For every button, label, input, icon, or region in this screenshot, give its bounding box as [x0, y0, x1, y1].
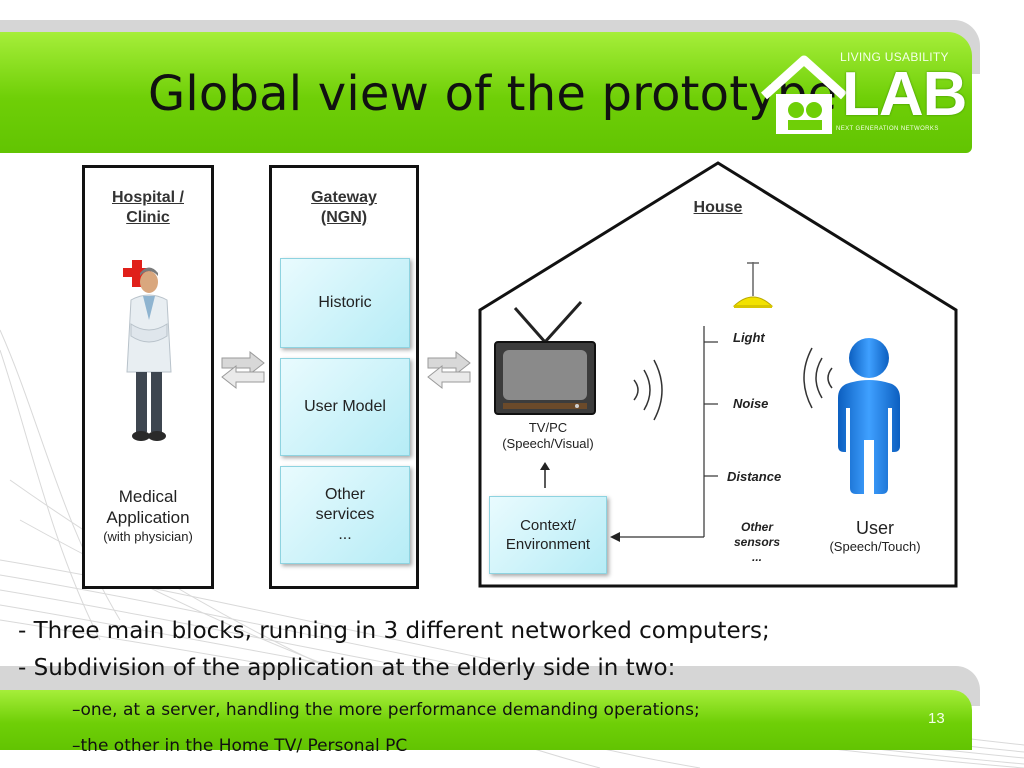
hospital-title: Hospital / Clinic — [85, 188, 211, 228]
user-label: User (Speech/Touch) — [812, 518, 938, 555]
bullet-three-blocks: - Three main blocks, running in 3 differ… — [18, 618, 770, 644]
historic-module-label: Historic — [318, 294, 372, 311]
medical-application-line1: Medical — [118, 487, 178, 506]
sub-bullet-server: –one, at a server, handling the more per… — [72, 700, 700, 720]
gateway-title: Gateway (NGN) — [272, 188, 416, 228]
other-services-line2: services — [315, 506, 375, 523]
logo-house-icon — [760, 55, 848, 134]
historic-module: Historic — [280, 258, 410, 348]
arrow-up-icon — [540, 462, 550, 488]
sensor-noise-label: Noise — [733, 396, 769, 411]
logo-bottom-text: NEXT GENERATION NETWORKS — [836, 126, 939, 132]
sensor-light-label: Light — [733, 330, 765, 345]
sub-bullet-home-tv: –the other in the Home TV/ Personal PC — [72, 736, 408, 756]
doctor-icon — [123, 260, 172, 441]
bullet-subdivision: - Subdivision of the application at the … — [18, 655, 676, 681]
medical-application-label: Medical Application (with physician) — [85, 486, 211, 545]
logo-top-text: LIVING USABILITY — [840, 50, 949, 64]
sensor-bus-line — [610, 326, 718, 542]
tv-pc-line1: TV/PC — [528, 420, 568, 435]
other-sensors-line3: ... — [751, 550, 762, 564]
sound-waves-tv-icon — [633, 359, 663, 421]
hospital-title-line2: Clinic — [126, 209, 170, 226]
user-model-module-label: User Model — [304, 398, 386, 415]
house-outline — [478, 161, 958, 588]
other-services-module: Other services ... — [280, 466, 410, 564]
user-model-module: User Model — [280, 358, 410, 456]
other-services-line1: Other — [324, 486, 365, 503]
lamp-icon — [732, 262, 774, 308]
context-environment-line1: Context/ — [520, 517, 576, 534]
bidirectional-arrow-icon — [221, 350, 265, 390]
other-sensors-line1: Other — [740, 520, 773, 534]
sound-waves-user-icon — [803, 347, 833, 409]
gateway-title-line1: Gateway — [311, 189, 377, 206]
tv-icon — [494, 300, 596, 415]
living-usability-lab-logo: LIVING USABILITY LAB NEXT GENERATION NET… — [758, 44, 967, 142]
user-figure-icon — [838, 338, 900, 494]
hospital-title-line1: Hospital / — [111, 189, 184, 206]
user-label-line1: User — [855, 518, 894, 538]
logo-lab-text: LAB — [842, 60, 967, 129]
sensor-distance-label: Distance — [727, 469, 782, 484]
gateway-title-line2: (NGN) — [320, 209, 368, 226]
other-services-line3: ... — [338, 526, 352, 543]
tv-pc-label: TV/PC (Speech/Visual) — [486, 420, 610, 452]
page-number: 13 — [928, 710, 945, 727]
slide-title: Global view of the prototype — [148, 66, 838, 122]
context-environment-line2: Environment — [505, 536, 591, 553]
footer-banner — [0, 690, 972, 750]
other-sensors-label: Other sensors ... — [726, 520, 788, 565]
other-sensors-line2: sensors — [733, 535, 781, 549]
context-environment-module: Context/ Environment — [489, 496, 607, 574]
tv-pc-line2: (Speech/Visual) — [502, 436, 594, 451]
house-title: House — [693, 199, 743, 216]
medical-application-line2: Application — [106, 508, 190, 527]
user-label-line2: (Speech/Touch) — [829, 539, 921, 554]
hospital-block: Hospital / Clinic Medical Application (w… — [82, 165, 214, 589]
medical-application-line3: (with physician) — [103, 529, 193, 544]
bidirectional-arrow-icon — [427, 350, 471, 390]
